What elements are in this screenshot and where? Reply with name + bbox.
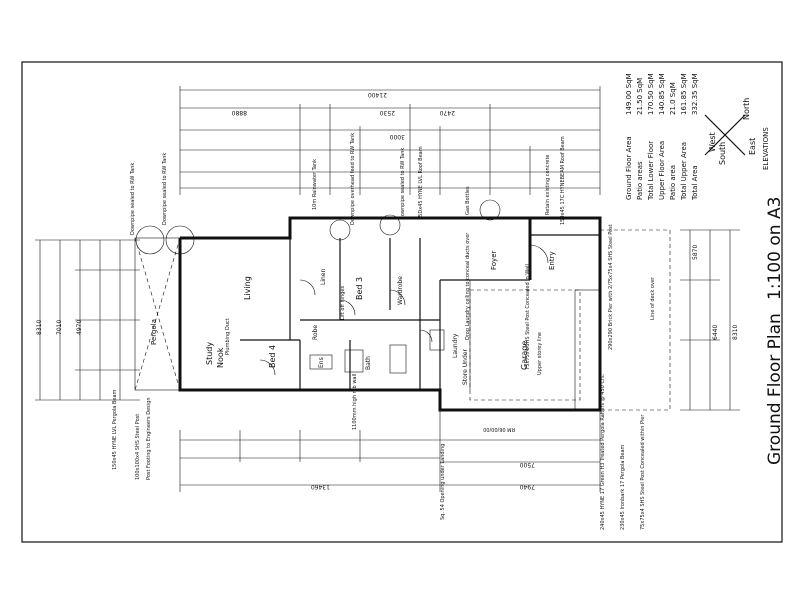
room-linen: Linen	[320, 268, 327, 285]
area-value-0: 149.00 SqM	[625, 73, 633, 115]
note-lift-off-hinges: Lift off hinges	[340, 285, 346, 320]
area-value-4: 21.0 SqM	[669, 82, 677, 115]
room-nook: Nook	[216, 347, 225, 368]
page-title: Ground Floor Plan	[765, 313, 785, 465]
note-steel-post-wall: 75x75x4 SHS Steel Post Concealed in Wall	[525, 264, 531, 370]
note-pergola-beam: 150x45 HYNE LVL Pergola Beam	[112, 389, 118, 470]
area-label-5: Total Upper Area	[680, 141, 688, 200]
interior-walls	[240, 238, 530, 390]
left-dimension-lines	[35, 239, 140, 401]
note-plumbing-duct: Plumbing Duct	[225, 318, 231, 355]
note-opening-landing: Sq. 54 Opening under Landing	[440, 443, 446, 520]
dim-right-2: 5870	[692, 244, 699, 260]
room-entry: Entry	[548, 251, 556, 270]
dim-overall: 21400	[367, 91, 387, 98]
room-pergola: Pergola	[150, 319, 158, 345]
door-swings	[259, 244, 549, 376]
area-label-6: Total Area	[691, 165, 699, 200]
area-value-6: 332.35 SqM	[691, 73, 699, 115]
dim-bottom1: 13460	[310, 483, 330, 490]
note-rob-wall: 1100mm high rob wall	[352, 373, 358, 430]
room-store: Store Under	[462, 349, 469, 385]
dim-left-1: 7010	[56, 319, 63, 335]
note-upper-storey: Upper storey line	[537, 332, 543, 375]
room-bed4: Bed 4	[268, 344, 277, 368]
compass-east: East	[748, 137, 757, 155]
compass-west: West	[708, 132, 717, 152]
room-ens: Ens	[318, 357, 325, 368]
dim-top4: 3000	[389, 133, 405, 140]
note-post-footing: Post Footing to Engineers Design	[146, 397, 152, 480]
note-ironbark-beam: 230x45 Ironbark 17 Pergola Beam	[620, 444, 626, 530]
room-bath: Bath	[365, 356, 372, 370]
note-rm: RM 06/00/00	[483, 426, 515, 432]
dim-right-1: 6440	[712, 324, 719, 340]
room-laundry: Laundry	[452, 333, 459, 358]
dim-top1: 8880	[231, 109, 247, 116]
scale-label: 1:100 on A3	[765, 196, 785, 300]
note-downpipe-3: Downpipe overhead feed to RW Tank	[350, 132, 356, 225]
note-downpipe-4: Downpipe sealed to RW Tank	[400, 147, 406, 220]
garage-area	[469, 289, 601, 411]
area-value-3: 140.85 SqM	[658, 73, 666, 115]
right-dimension-lines	[680, 229, 740, 411]
note-roof-beam-2: 150x45 17C HYNEBEAM Roof Beam	[560, 136, 566, 225]
fixtures	[309, 329, 445, 374]
note-downpipe-1: Downpipe sealed to RW Tank	[130, 162, 136, 235]
area-label-1: Patio areas	[636, 161, 644, 200]
bottom-dimension-lines	[179, 410, 601, 492]
note-steel-post-pier: 75x75x4 SHS Steel Post Concealed within …	[640, 414, 646, 530]
compass-north: North	[742, 97, 751, 120]
dim-left-2: 4970	[76, 319, 83, 335]
note-laundry-ceiling: Drop Laundry ceiling to conceal ducts ov…	[465, 232, 471, 340]
note-gas-bottles: Gas Bottles	[465, 186, 471, 215]
room-living: Living	[243, 276, 252, 300]
note-steel-post: 100x100x4 SHS Steel Post	[135, 413, 141, 480]
area-label-0: Ground Floor Area	[625, 136, 633, 200]
area-label-3: Upper Floor Area	[658, 140, 666, 200]
compass-rose	[704, 114, 746, 156]
room-wardrobe: Wardrobe	[397, 276, 404, 305]
dim-bottom2: 7940	[519, 483, 535, 490]
dim-bottom3: 7500	[519, 461, 535, 468]
note-brick-pier: 290x290 Brick Pier with 2/75x75x4 SHS St…	[608, 224, 614, 350]
room-study: Study	[205, 341, 214, 365]
note-downpipe-2: Downpipe sealed to RW Tank	[162, 152, 168, 225]
room-bed3: Bed 3	[355, 276, 364, 300]
note-existing-concrete: Retain existing concrete	[545, 154, 551, 215]
pergola-structure	[134, 237, 181, 391]
compass-elevations: ELEVATIONS	[762, 127, 770, 170]
compass-south: South	[718, 141, 727, 165]
area-value-1: 21.50 SqM	[636, 77, 644, 115]
note-rw-tank: 10m Rainwater Tank	[312, 159, 318, 210]
rainwater-tanks	[135, 199, 501, 255]
dim-top3: 2470	[439, 109, 455, 116]
area-value-2: 170.50 SqM	[647, 73, 655, 115]
deck-outline	[599, 229, 671, 411]
dim-left-total: 8310	[36, 319, 43, 335]
area-label-4: Patio area	[669, 164, 677, 200]
dim-right-total: 8310	[732, 324, 739, 340]
note-pergola-rafters: 240x45 HYNE 17 Green H3 Treated Pergola …	[600, 373, 606, 530]
note-roof-beam-1: 15Dx45 HYNE LVL Roof Beam	[418, 146, 424, 220]
room-foyer: Foyer	[490, 250, 498, 270]
top-dimension-lines	[179, 86, 601, 195]
dim-top2: 2530	[379, 109, 395, 116]
area-value-5: 161.85 SqM	[680, 73, 688, 115]
area-label-2: Total Lower Floor	[647, 140, 655, 200]
sheet-border	[21, 61, 783, 543]
note-deck-over: Line of deck over	[650, 276, 656, 320]
room-robe: Robe	[312, 324, 319, 340]
